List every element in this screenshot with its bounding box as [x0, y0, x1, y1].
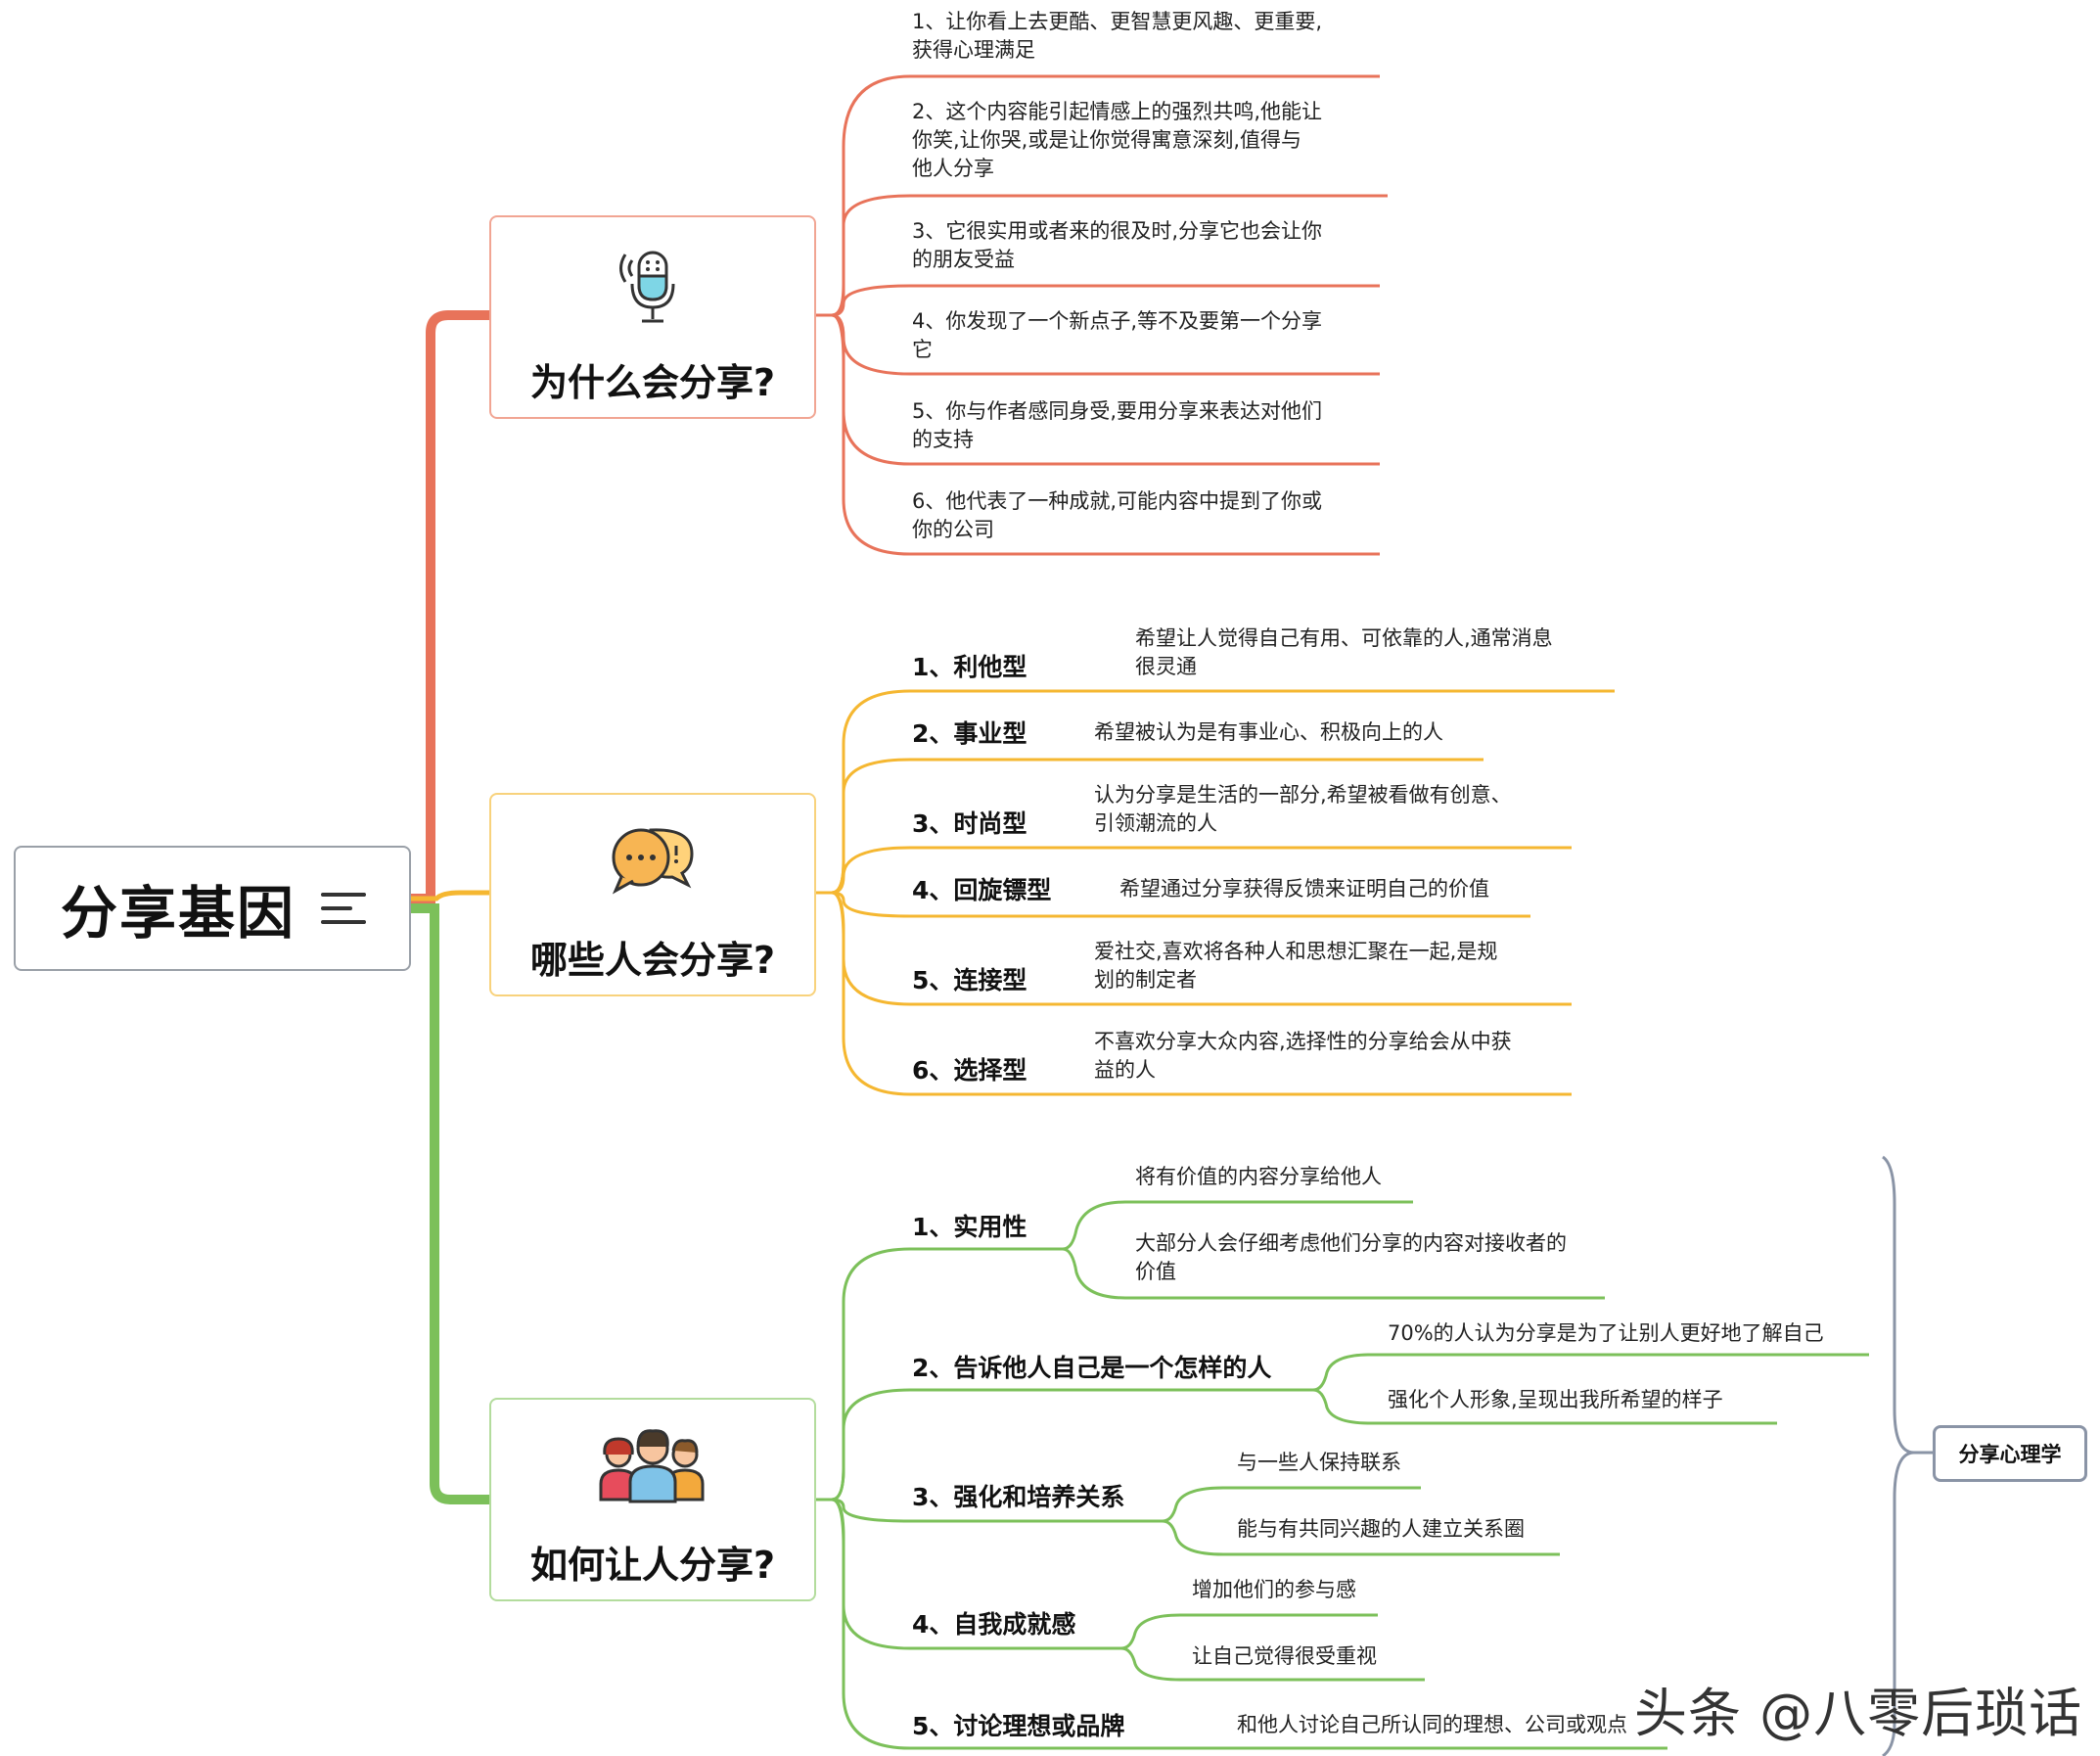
outline-lines-icon	[321, 889, 372, 928]
how-detail: 将有价值的内容分享给他人	[1135, 1165, 1382, 1188]
how-detail: 让自己觉得很受重视	[1192, 1644, 1377, 1668]
branch-who-shares[interactable]: 哪些人会分享?	[489, 793, 816, 996]
why-item-2: 2、这个内容能引起情感上的强烈共鸣,他能让 你笑,让你哭,或是让你觉得寓意深刻,…	[912, 100, 1323, 180]
watermark: 头条 @八零后琐话	[1634, 1683, 2083, 1744]
who-type-label: 1、利他型	[912, 653, 1027, 681]
branch-title: 如何让人分享?	[529, 1544, 776, 1587]
who-type-desc: 爱社交,喜欢将各种人和思想汇聚在一起,是规 划的制定者	[1094, 940, 1498, 992]
who-type-label: 5、连接型	[912, 966, 1027, 994]
who-type-desc: 不喜欢分享大众内容,选择性的分享给会从中获 益的人	[1094, 1030, 1512, 1082]
why-item-3: 3、它很实用或者来的很及时,分享它也会让你 的朋友受益	[912, 219, 1323, 271]
how-detail: 与一些人保持联系	[1237, 1451, 1401, 1474]
how-method-label: 4、自我成就感	[912, 1610, 1076, 1639]
how-detail: 强化个人形象,呈现出我所希望的样子	[1388, 1388, 1723, 1411]
branch-title: 哪些人会分享?	[529, 939, 776, 982]
summary-label-box[interactable]: 分享心理学	[1933, 1425, 2087, 1482]
who-type-desc: 认为分享是生活的一部分,希望被看做有创意、 引领潮流的人	[1094, 783, 1512, 835]
branch-why-share[interactable]: 为什么会分享?	[489, 215, 816, 419]
branch-title: 为什么会分享?	[529, 361, 776, 404]
why-item-5: 5、你与作者感同身受,要用分享来表达对他们 的支持	[912, 399, 1323, 451]
how-detail: 大部分人会仔细考虑他们分享的内容对接收者的 价值	[1135, 1231, 1567, 1283]
branch-how-to-share[interactable]: 如何让人分享?	[489, 1398, 816, 1601]
who-type-desc: 希望通过分享获得反馈来证明自己的价值	[1119, 877, 1489, 901]
who-type-label: 6、选择型	[912, 1056, 1027, 1085]
how-detail: 70%的人认为分享是为了让别人更好地了解自己	[1388, 1321, 1824, 1345]
why-item-1: 1、让你看上去更酷、更智慧更风趣、更重要, 获得心理满足	[912, 10, 1323, 62]
who-type-label: 4、回旋镖型	[912, 876, 1052, 904]
how-detail: 能与有共同兴趣的人建立关系圈	[1237, 1517, 1525, 1541]
how-detail: 增加他们的参与感	[1192, 1578, 1356, 1601]
people-group-icon	[599, 1429, 705, 1503]
chat-bubbles-icon	[612, 828, 694, 895]
how-method-label: 2、告诉他人自己是一个怎样的人	[912, 1354, 1272, 1382]
how-method-label: 3、强化和培养关系	[912, 1483, 1125, 1511]
why-item-4: 4、你发现了一个新点子,等不及要第一个分享 它	[912, 309, 1323, 361]
root-title: 分享基因	[61, 880, 297, 947]
why-item-6: 6、他代表了一种成就,可能内容中提到了你或 你的公司	[912, 489, 1323, 541]
how-method-label: 1、实用性	[912, 1213, 1027, 1241]
who-type-desc: 希望让人觉得自己有用、可依靠的人,通常消息 很灵通	[1135, 626, 1553, 678]
who-type-label: 2、事业型	[912, 719, 1027, 748]
microphone-icon	[619, 251, 675, 323]
who-type-label: 3、时尚型	[912, 809, 1027, 838]
how-detail: 和他人讨论自己所认同的理想、公司或观点	[1237, 1713, 1627, 1736]
who-type-desc: 希望被认为是有事业心、积极向上的人	[1094, 720, 1443, 744]
root-node[interactable]: 分享基因	[14, 846, 411, 971]
how-method-label: 5、讨论理想或品牌	[912, 1712, 1125, 1740]
